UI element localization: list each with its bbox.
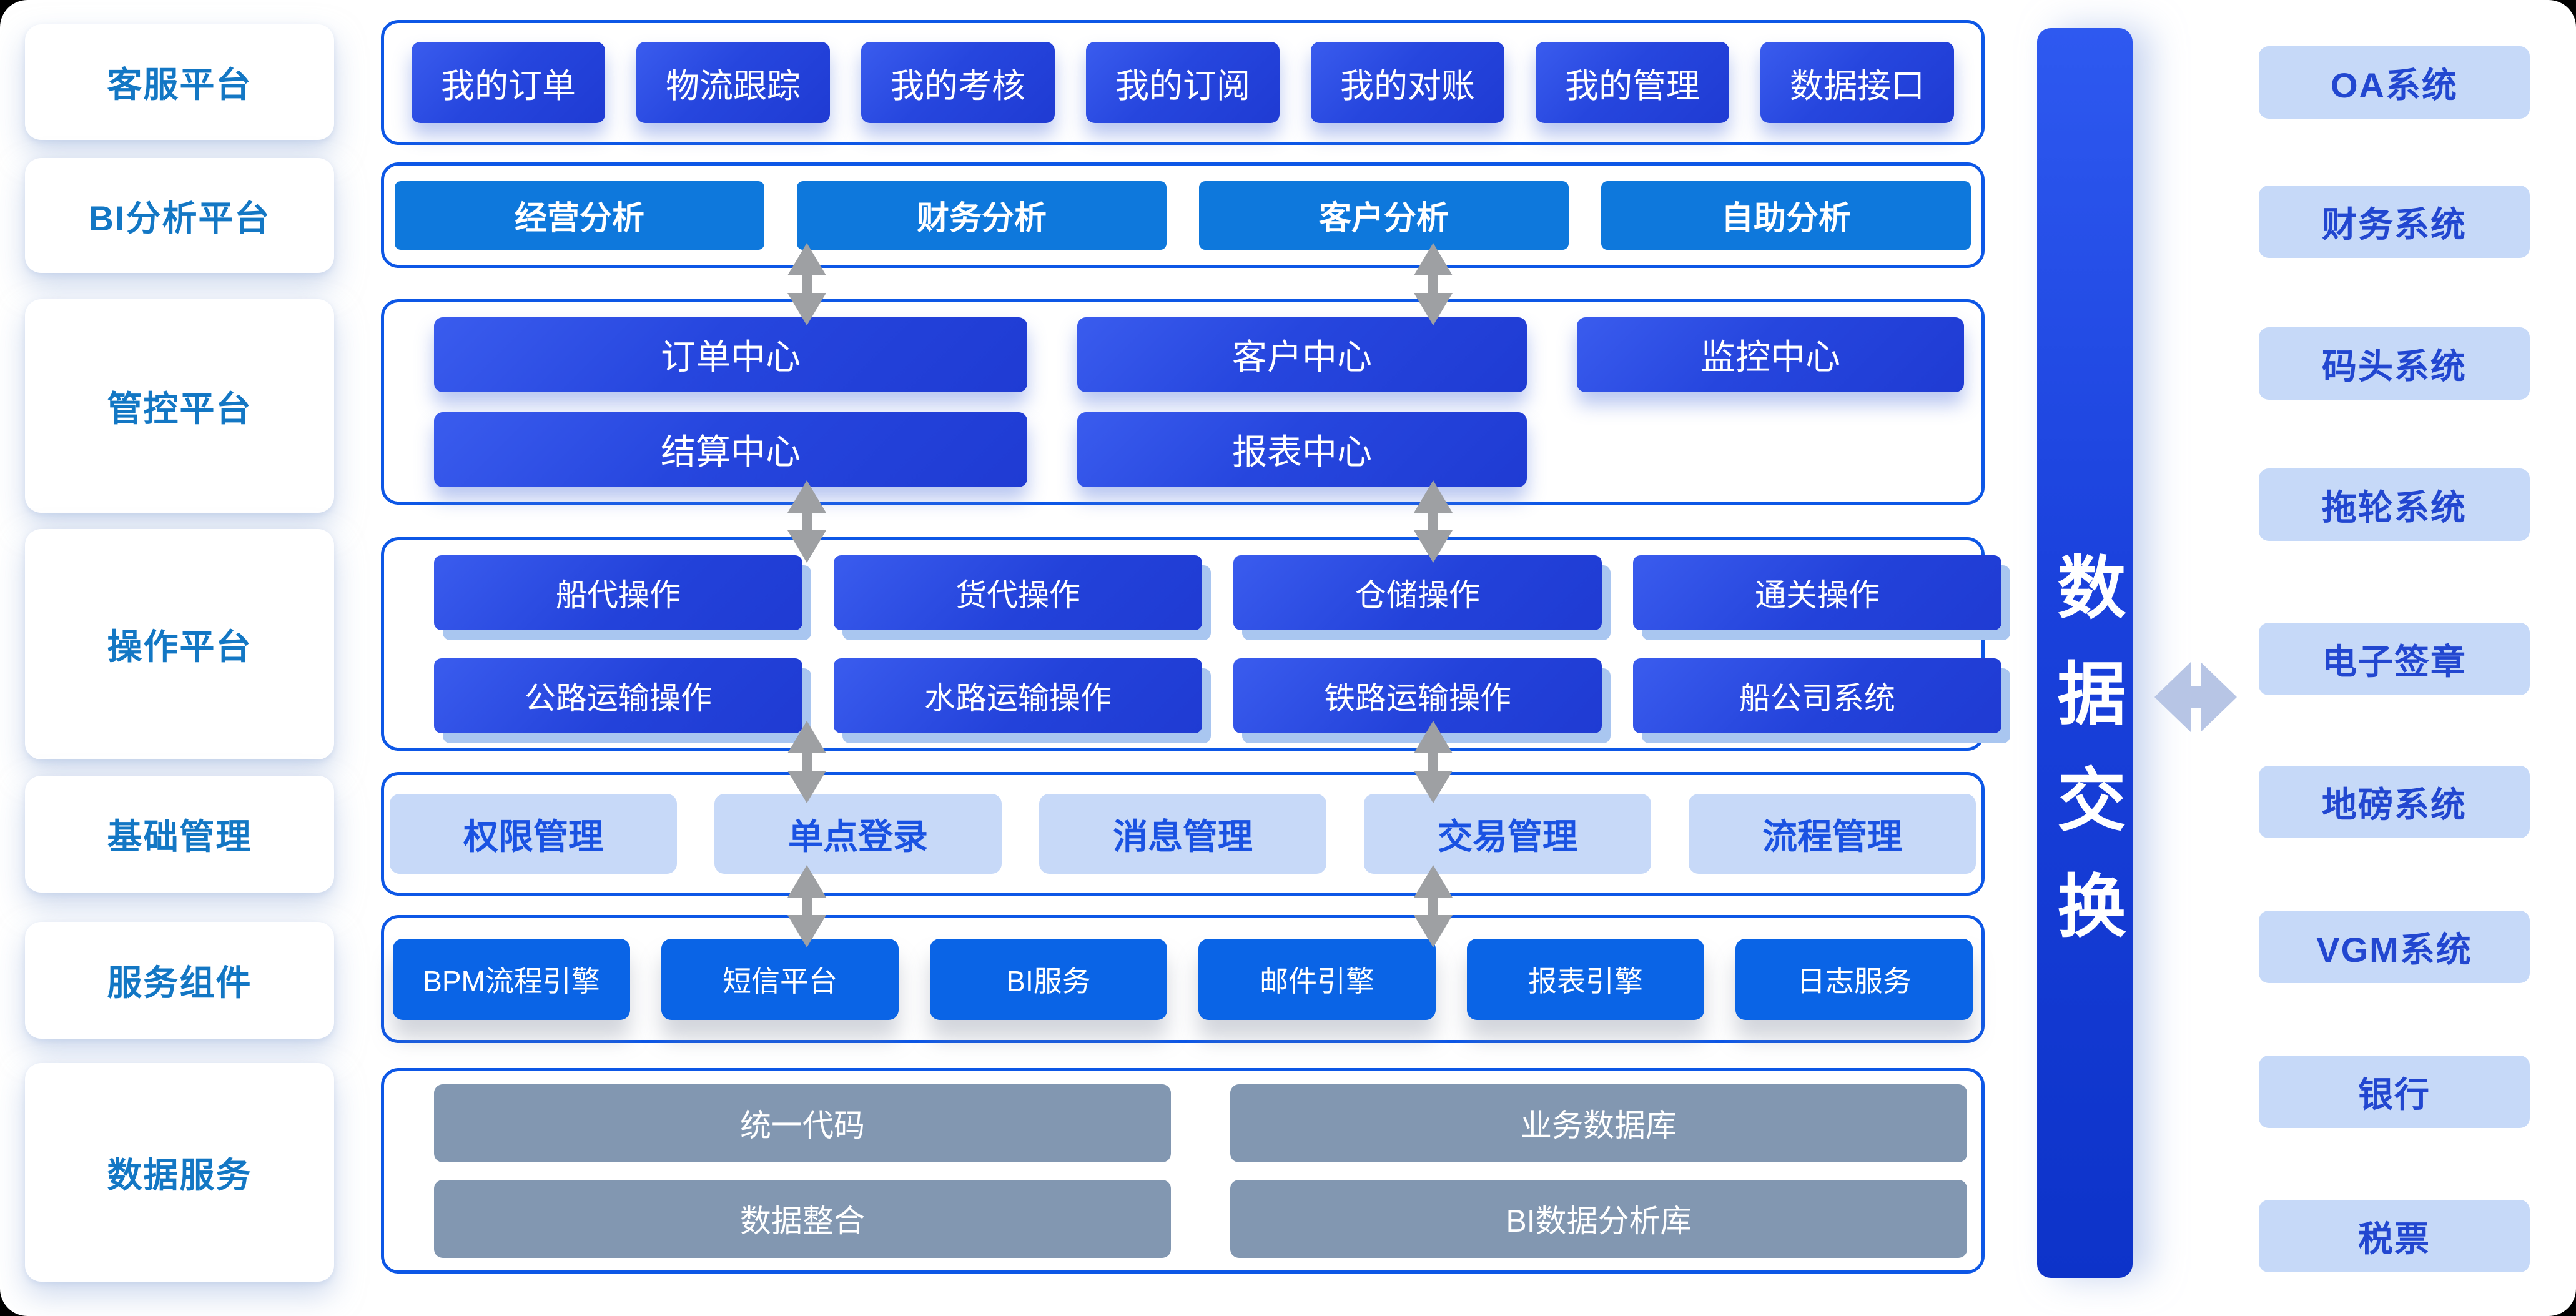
- external-system-label: 税票: [2358, 1219, 2430, 1259]
- monitor-center-button[interactable]: 监控中心: [1577, 317, 1964, 392]
- left-section-label: 基础管理: [107, 817, 252, 856]
- customer-platform-panel: 我的订单 物流跟踪 我的考核 我的订阅 我的对账 我的管理 数据接口: [381, 20, 1985, 145]
- up-down-arrow-icon: [787, 480, 826, 563]
- up-down-arrow-icon: [1414, 480, 1453, 563]
- self-service-analysis-button[interactable]: 自助分析: [1601, 181, 1971, 250]
- external-system-label: 地磅系统: [2322, 784, 2467, 824]
- left-section-label: BI分析平台: [88, 198, 271, 238]
- operation-platform-line2: 公路运输操作 水路运输操作 铁路运输操作 船公司系统: [434, 658, 2001, 733]
- base-management-row: 权限管理 单点登录 消息管理 交易管理 流程管理: [390, 794, 1976, 874]
- external-system-terminal[interactable]: 码头系统: [2259, 327, 2530, 400]
- settlement-center-button[interactable]: 结算中心: [434, 412, 1027, 487]
- order-center-button[interactable]: 订单中心: [434, 317, 1027, 392]
- up-down-arrow-icon: [1414, 243, 1453, 325]
- external-system-oa[interactable]: OA系统: [2259, 46, 2530, 119]
- finance-analysis-button[interactable]: 财务分析: [797, 181, 1167, 250]
- report-engine-button[interactable]: 报表引擎: [1467, 938, 1704, 1020]
- bi-platform-row: 经营分析 财务分析 客户分析 自助分析: [395, 181, 1971, 250]
- transaction-management-button[interactable]: 交易管理: [1364, 794, 1651, 874]
- data-services-line2: 数据整合 BI数据分析库: [434, 1179, 1967, 1258]
- operation-platform-panel: 船代操作 货代操作 仓储操作 通关操作 公路运输操作 水路运输操作 铁路运输操作…: [381, 537, 2001, 751]
- data-exchange-bar: 数据交换: [2037, 28, 2133, 1278]
- ship-agency-button[interactable]: 船代操作: [434, 555, 802, 630]
- bi-platform-panel: 经营分析 财务分析 客户分析 自助分析: [381, 162, 1985, 268]
- control-platform-line2: 结算中心 报表中心: [434, 412, 1527, 487]
- up-down-arrow-icon: [787, 721, 826, 803]
- permission-management-button[interactable]: 权限管理: [390, 794, 677, 874]
- customer-platform-row: 我的订单 物流跟踪 我的考核 我的订阅 我的对账 我的管理 数据接口: [412, 42, 1954, 123]
- warehousing-button[interactable]: 仓储操作: [1233, 555, 1602, 630]
- bi-service-button[interactable]: BI服务: [930, 938, 1167, 1020]
- customs-clearance-button[interactable]: 通关操作: [1633, 555, 2001, 630]
- mail-engine-button[interactable]: 邮件引擎: [1198, 938, 1436, 1020]
- service-components-panel: BPM流程引擎 短信平台 BI服务 邮件引擎 报表引擎 日志服务: [381, 915, 1985, 1043]
- water-transport-button[interactable]: 水路运输操作: [834, 658, 1202, 733]
- data-services-line1: 统一代码 业务数据库: [434, 1084, 1967, 1162]
- data-exchange-label: 数据交换: [2046, 552, 2124, 976]
- external-system-vgm[interactable]: VGM系统: [2259, 911, 2530, 983]
- external-system-label: 电子签章: [2322, 641, 2467, 681]
- operation-platform-line1: 船代操作 货代操作 仓储操作 通关操作: [434, 555, 2001, 630]
- up-down-arrow-icon: [1414, 865, 1453, 947]
- up-down-arrow-icon: [787, 865, 826, 947]
- my-management-button[interactable]: 我的管理: [1536, 42, 1729, 123]
- unified-code-button[interactable]: 统一代码: [434, 1084, 1171, 1162]
- my-assessment-button[interactable]: 我的考核: [861, 42, 1055, 123]
- single-sign-on-button[interactable]: 单点登录: [714, 794, 1002, 874]
- customer-analysis-button[interactable]: 客户分析: [1199, 181, 1569, 250]
- road-transport-button[interactable]: 公路运输操作: [434, 658, 802, 733]
- left-section-customer-platform: 客服平台: [25, 24, 334, 140]
- process-management-button[interactable]: 流程管理: [1689, 794, 1976, 874]
- external-system-finance[interactable]: 财务系统: [2259, 186, 2530, 258]
- business-database-button[interactable]: 业务数据库: [1230, 1084, 1967, 1162]
- logistics-tracking-button[interactable]: 物流跟踪: [636, 42, 830, 123]
- my-subscription-button[interactable]: 我的订阅: [1086, 42, 1280, 123]
- external-system-tugboat[interactable]: 拖轮系统: [2259, 468, 2530, 541]
- left-section-service-components: 服务组件: [25, 922, 334, 1039]
- left-section-label: 服务组件: [107, 963, 252, 1002]
- external-system-bank[interactable]: 银行: [2259, 1056, 2530, 1128]
- data-services-panel: 统一代码 业务数据库 数据整合 BI数据分析库: [381, 1068, 1985, 1274]
- base-management-panel: 权限管理 单点登录 消息管理 交易管理 流程管理: [381, 772, 1985, 896]
- left-section-base-management: 基础管理: [25, 776, 334, 893]
- data-integration-button[interactable]: 数据整合: [434, 1179, 1171, 1258]
- left-section-label: 客服平台: [107, 65, 252, 104]
- bpm-engine-button[interactable]: BPM流程引擎: [393, 938, 630, 1020]
- freight-forwarding-button[interactable]: 货代操作: [834, 555, 1202, 630]
- shipping-company-system-button[interactable]: 船公司系统: [1633, 658, 2001, 733]
- left-section-label: 数据服务: [107, 1155, 252, 1195]
- left-right-arrow-icon: [2154, 662, 2237, 732]
- left-section-data-services: 数据服务: [25, 1063, 334, 1282]
- customer-center-button[interactable]: 客户中心: [1077, 317, 1527, 392]
- external-system-e-signature[interactable]: 电子签章: [2259, 623, 2530, 695]
- control-platform-panel: 订单中心 客户中心 监控中心 结算中心 报表中心: [381, 299, 1985, 505]
- control-platform-line1: 订单中心 客户中心 监控中心: [434, 317, 1964, 392]
- log-service-button[interactable]: 日志服务: [1735, 938, 1973, 1020]
- external-system-label: 码头系统: [2322, 346, 2467, 386]
- up-down-arrow-icon: [1414, 721, 1453, 803]
- left-section-label: 操作平台: [107, 627, 252, 666]
- report-center-button[interactable]: 报表中心: [1077, 412, 1527, 487]
- rail-transport-button[interactable]: 铁路运输操作: [1233, 658, 1602, 733]
- sms-platform-button[interactable]: 短信平台: [661, 938, 899, 1020]
- left-section-label: 管控平台: [107, 388, 252, 428]
- message-management-button[interactable]: 消息管理: [1039, 794, 1326, 874]
- external-system-tax[interactable]: 税票: [2259, 1200, 2530, 1272]
- left-section-bi-platform: BI分析平台: [25, 158, 334, 273]
- external-system-label: 财务系统: [2322, 204, 2467, 244]
- left-section-operation-platform: 操作平台: [25, 529, 334, 759]
- bi-analysis-database-button[interactable]: BI数据分析库: [1230, 1179, 1967, 1258]
- up-down-arrow-icon: [787, 243, 826, 325]
- external-system-label: 拖轮系统: [2322, 487, 2467, 527]
- external-system-weighbridge[interactable]: 地磅系统: [2259, 766, 2530, 838]
- my-reconciliation-button[interactable]: 我的对账: [1311, 42, 1504, 123]
- left-section-control-platform: 管控平台: [25, 299, 334, 513]
- business-analysis-button[interactable]: 经营分析: [395, 181, 764, 250]
- external-system-label: OA系统: [2331, 65, 2458, 105]
- service-components-row: BPM流程引擎 短信平台 BI服务 邮件引擎 报表引擎 日志服务: [393, 938, 1973, 1020]
- my-orders-button[interactable]: 我的订单: [412, 42, 605, 123]
- external-system-label: 银行: [2358, 1074, 2430, 1114]
- data-interface-button[interactable]: 数据接口: [1760, 42, 1954, 123]
- external-system-label: VGM系统: [2316, 929, 2472, 969]
